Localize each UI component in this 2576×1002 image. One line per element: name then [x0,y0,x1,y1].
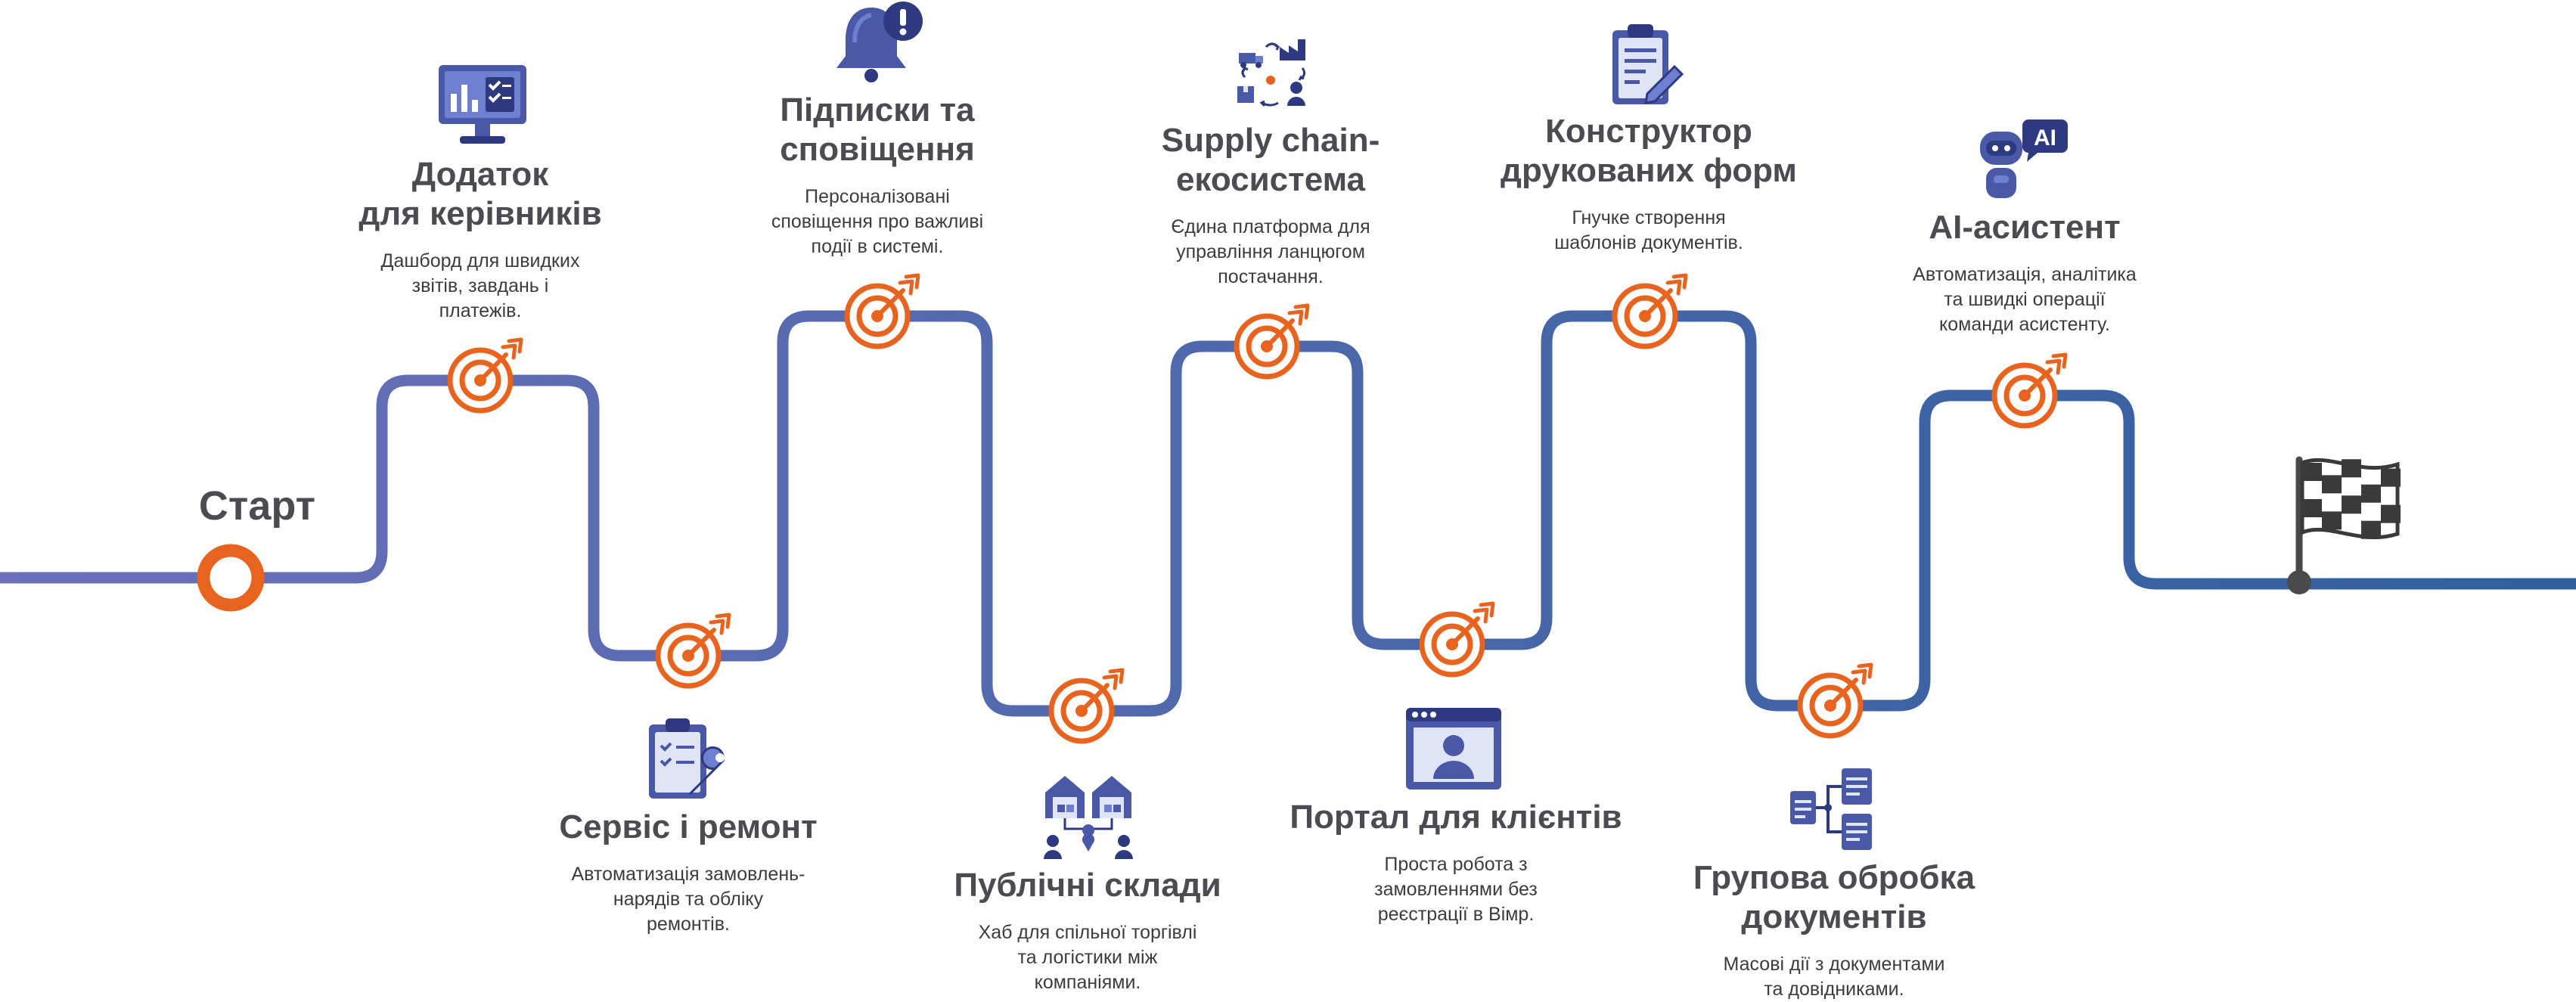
target-icon [1991,352,2068,429]
milestone-desc: Хаб для спільної торгівлі та логістики м… [978,922,1197,993]
milestone-batch-documents: Групова обробка документів Масові дії з … [1660,858,2008,1002]
monitor-dashboard-icon [439,65,526,144]
target-icon [1419,601,1495,678]
milestone-desc: Проста робота з замовленнями без реєстра… [1374,854,1538,925]
milestone-ai-assistant: AI-асистент Автоматизація, аналітика та … [1858,208,2191,337]
batch-documents-icon [1790,768,1872,850]
client-portal-icon [1406,708,1501,790]
target-icon [1234,303,1310,380]
target-icon [1612,273,1688,349]
warehouses-icon [1044,776,1133,859]
milestone-desc: Персоналізовані сповіщення про важливі п… [771,186,984,257]
ai-assistant-icon: AI [1980,119,2068,198]
milestone-title: Підписки та сповіщення [780,92,975,168]
form-builder-icon [1612,24,1684,104]
milestone-title: Сервіс і ремонт [559,808,818,845]
target-icon [1048,668,1125,744]
start-marker [197,544,265,612]
bell-alert-icon [836,2,923,82]
milestone-public-warehouses: Публічні склади Хаб для спільної торгівл… [921,866,1254,995]
start-label: Старт [198,483,316,529]
milestone-client-portal: Портал для клієнтів Проста робота з замо… [1282,798,1630,927]
target-icon [1797,662,1873,739]
milestone-desc: Гнучке створення шаблонів документів. [1554,207,1743,253]
milestone-title: Додаток для керівників [358,156,602,232]
supply-chain-icon [1237,39,1306,107]
checkered-flag-icon [2287,456,2401,594]
milestone-desc: Масові дії з документами та довідниками. [1723,954,1945,1000]
milestone-desc: Автоматизація замовлень- нарядів та облі… [571,864,805,935]
milestone-title: AI-асистент [1929,209,2121,246]
target-icon [844,273,920,349]
target-icon [447,337,523,414]
clipboard-wrench-icon [649,718,725,799]
target-icon [655,613,731,689]
milestone-title: Групова обробка документів [1693,859,1975,935]
milestone-title: Публічні склади [954,867,1221,904]
milestone-executive-app: Додаток для керівників Дашборд для швидк… [321,155,639,324]
milestone-title: Конструктор друкованих форм [1501,113,1797,189]
milestone-title: Supply chain- екосистема [1161,122,1380,198]
milestone-desc: Автоматизація, аналітика та швидкі опера… [1913,264,2137,335]
milestone-title: Портал для клієнтів [1290,799,1622,836]
milestone-form-builder: Конструктор друкованих форм Гнучке створ… [1475,112,1823,256]
milestone-desc: Єдина платформа для управління ланцюгом … [1171,216,1370,287]
milestone-service-repair: Сервіс і ремонт Автоматизація замовлень-… [522,808,855,937]
milestone-supply-chain: Supply chain- екосистема Єдина платформа… [1112,121,1429,290]
milestone-desc: Дашборд для швидких звітів, завдань і пл… [380,250,580,321]
milestone-subscriptions: Підписки та сповіщення Персоналізовані с… [711,91,1044,259]
roadmap-path [0,310,2576,717]
svg-text:AI: AI [2034,126,2056,150]
